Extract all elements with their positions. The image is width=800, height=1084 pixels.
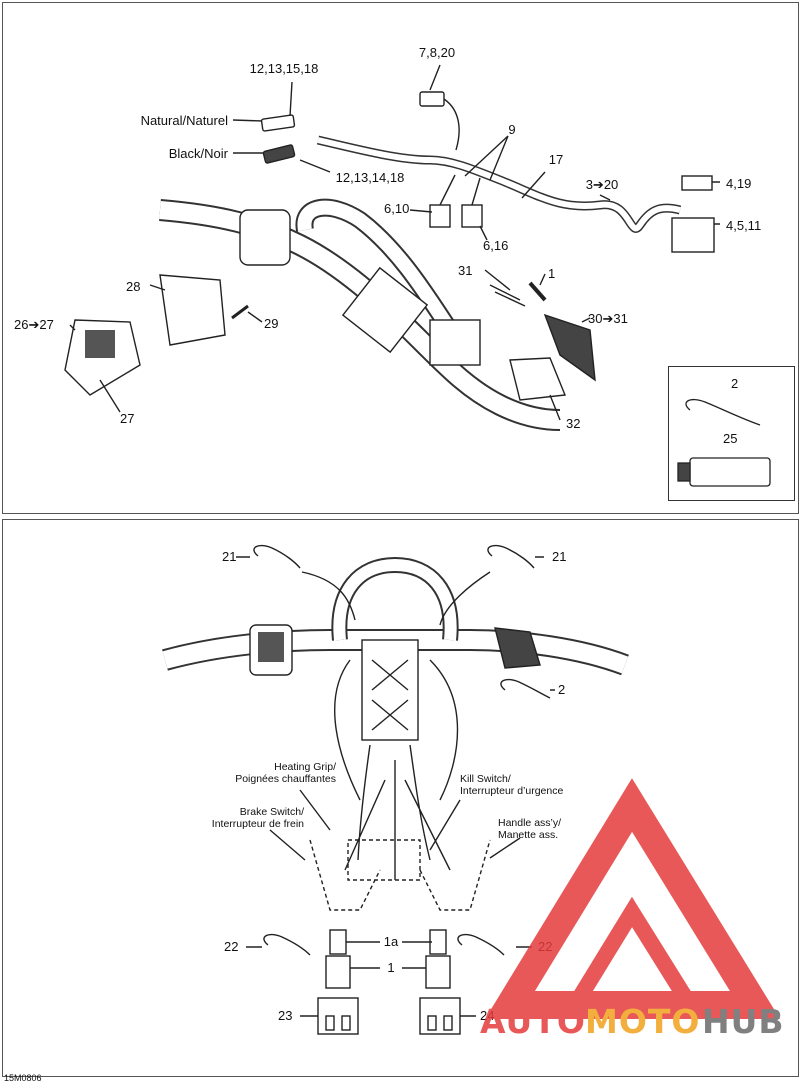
callout-31: 31 (458, 263, 472, 278)
callout-3-20: 3➔20 (586, 177, 619, 192)
cable-tie-21-right (487, 544, 535, 569)
bottom-diagram-panel (2, 519, 799, 1077)
callout-1-top: 1 (548, 266, 555, 281)
steering-block (341, 266, 429, 354)
center-bracket (361, 639, 419, 741)
switch-cover-28 (159, 274, 226, 346)
callout-12-13-15-18: 12,13,15,18 (250, 61, 319, 76)
screw-29 (231, 304, 249, 320)
label-brake-switch-fr: Interrupteur de frein (212, 818, 304, 830)
cable-tie-21-left (253, 544, 301, 569)
callout-32: 32 (566, 416, 580, 431)
cable-tie-22-right (457, 933, 505, 956)
callout-26-27: 26➔27 (14, 317, 54, 332)
label-handle-assy-fr: Manette ass. (498, 829, 558, 841)
sleeve-1-right (429, 929, 447, 955)
callout-4-5-11: 4,5,11 (726, 218, 761, 233)
callout-12-13-14-18: 12,13,14,18 (336, 170, 405, 185)
callout-21-left: 21 (222, 549, 236, 564)
heat-shrink-30 (543, 313, 596, 382)
connector-23 (317, 997, 359, 1035)
watermark-hub: HUB (702, 1002, 785, 1041)
wire-bundle (334, 659, 459, 880)
callout-natural: Natural/Naturel (141, 113, 229, 128)
watermark-logo: AUTO MOTO HUB (480, 778, 785, 1041)
callout-25-inset: 25 (723, 431, 737, 446)
callout-1a: 1a (384, 934, 399, 949)
callout-black: Black/Noir (169, 146, 229, 161)
callout-6-10: 6,10 (384, 201, 409, 216)
callout-9: 9 (508, 122, 515, 137)
connector-7-8-20 (419, 91, 445, 107)
sleeve-1-left (329, 929, 347, 955)
callout-4-19: 4,19 (726, 176, 751, 191)
callout-1-bottom: 1 (387, 960, 394, 975)
callout-22-left: 22 (224, 939, 238, 954)
label-brake-switch: Brake Switch/ (240, 806, 304, 818)
connector-outlines (309, 839, 491, 911)
callout-2-inset: 2 (731, 376, 738, 391)
label-handle-assy: Handle ass’y/ (498, 817, 561, 829)
tube-1 (528, 281, 547, 302)
bottom-artwork (162, 544, 629, 1035)
callout-27-bottom: 27 (120, 411, 134, 426)
callout-21-right: 21 (552, 549, 566, 564)
cable-tie-2-bottom (500, 678, 551, 699)
connector-4-19 (681, 175, 713, 191)
callout-28: 28 (126, 279, 140, 294)
cable-tie-22-left (263, 933, 311, 956)
black-connector (262, 144, 296, 164)
inset-artwork (677, 398, 771, 487)
decal-32 (509, 357, 566, 401)
bottom-labels: 21 21 2 Heating Grip/ Poignées chauffant… (4, 549, 566, 1083)
connector-24 (419, 997, 461, 1035)
label-heating-grip-fr: Poignées chauffantes (235, 773, 336, 785)
left-switch-housing (239, 209, 291, 266)
module-4-5-11 (671, 217, 715, 253)
connector-6-10 (429, 204, 451, 228)
callout-7-8-20: 7,8,20 (419, 45, 455, 60)
label-kill-switch-fr: Interrupteur d’urgence (460, 785, 563, 797)
callout-17: 17 (549, 152, 563, 167)
cable-tie-2-inset (685, 398, 761, 426)
top-artwork (64, 64, 720, 431)
top-labels: 12,13,15,18 7,8,20 Natural/Naturel 9 Bla… (14, 45, 761, 446)
figure-code: 15M0806 (4, 1073, 42, 1083)
sealant-tube-25 (689, 457, 771, 487)
watermark-auto: AUTO (480, 1002, 586, 1041)
callout-2-bottom: 2 (558, 682, 565, 697)
watermark-moto: MOTO (585, 1002, 700, 1041)
label-kill-switch: Kill Switch/ (460, 773, 511, 785)
callout-23: 23 (278, 1008, 292, 1023)
callout-6-16: 6,16 (483, 238, 508, 253)
callout-30-31: 30➔31 (588, 311, 628, 326)
callout-29: 29 (264, 316, 278, 331)
right-control-bottom (494, 627, 541, 669)
watermark-triangle (485, 778, 781, 1019)
natural-connector (260, 114, 296, 132)
connector-6-16 (461, 204, 483, 228)
label-heating-grip: Heating Grip/ (274, 761, 336, 773)
